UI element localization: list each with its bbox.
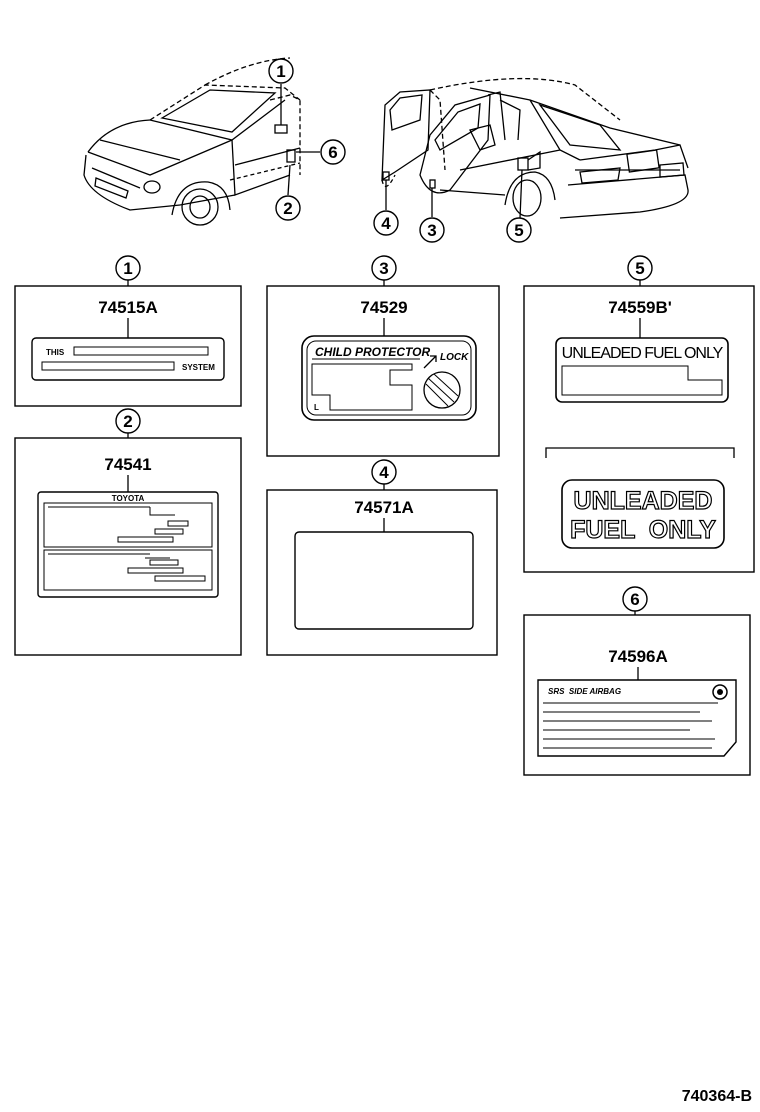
part-number: 74596A — [608, 647, 668, 666]
callout-number: 2 — [283, 199, 292, 218]
diagram-id: 740364-B — [681, 1088, 752, 1105]
callout-2-top: 2 — [275, 195, 301, 221]
part-panel-6: 6 74596A SRS SIDE AIRBAG — [523, 586, 751, 776]
part-number: 74559B' — [608, 298, 672, 317]
callout-number: 6 — [328, 143, 337, 162]
callout-4-top: 4 — [373, 210, 399, 236]
label-text-unleaded: UNLEADED — [574, 487, 713, 515]
callout-number: 2 — [123, 412, 132, 431]
part-panel-1: 1 74515A THIS SYSTEM — [14, 255, 242, 407]
lock-dial-icon — [423, 371, 461, 409]
part-panel-3: 3 74529 CHILD PROTECTOR LOCK L — [266, 255, 500, 457]
arrow-icon — [423, 355, 437, 369]
label-text-this: THIS — [46, 348, 65, 357]
callout-6-top: 6 — [320, 139, 346, 165]
callout-number: 1 — [123, 259, 132, 278]
label-text-system: SYSTEM — [182, 363, 215, 372]
rear-car-illustration — [381, 77, 689, 219]
airbag-warning-icon — [712, 684, 728, 700]
callout-1-top: 1 — [268, 58, 294, 84]
part-number: 74515A — [98, 298, 158, 317]
callout-number: 5 — [514, 221, 523, 240]
part-panel-5: 5 74559B' UNLEADED FUEL ONLY UNLEADED FU… — [523, 255, 755, 573]
callout-number: 6 — [630, 590, 639, 609]
label-text-srs-side-airbag: SRS SIDE AIRBAG — [548, 687, 621, 696]
part-number: 74541 — [104, 455, 151, 474]
callout-number: 3 — [379, 259, 388, 278]
callout-number: 1 — [276, 62, 285, 81]
callout-number: 4 — [381, 214, 391, 233]
callout-number: 5 — [635, 259, 644, 278]
callout-number: 3 — [427, 221, 436, 240]
label-text-lock: LOCK — [440, 352, 469, 363]
label-text-toyota: TOYOTA — [112, 494, 145, 503]
label-text-fuel-only: FUEL ONLY — [570, 516, 716, 544]
part-number: 74571A — [354, 498, 414, 517]
label-text-child-protector: CHILD PROTECTOR — [315, 345, 430, 359]
front-car-illustration — [83, 57, 320, 226]
callout-3-top: 3 — [419, 217, 445, 243]
label-text-unleaded-fuel-only: UNLEADED FUEL ONLY — [562, 345, 724, 362]
part-panel-4: 4 74571A — [266, 459, 498, 656]
label-mark-icon: L — [314, 403, 319, 412]
callout-number: 4 — [379, 463, 389, 482]
part-panel-2: 2 74541 TOYOTA — [14, 408, 242, 656]
callout-5-top: 5 — [506, 217, 532, 243]
part-number: 74529 — [360, 298, 407, 317]
